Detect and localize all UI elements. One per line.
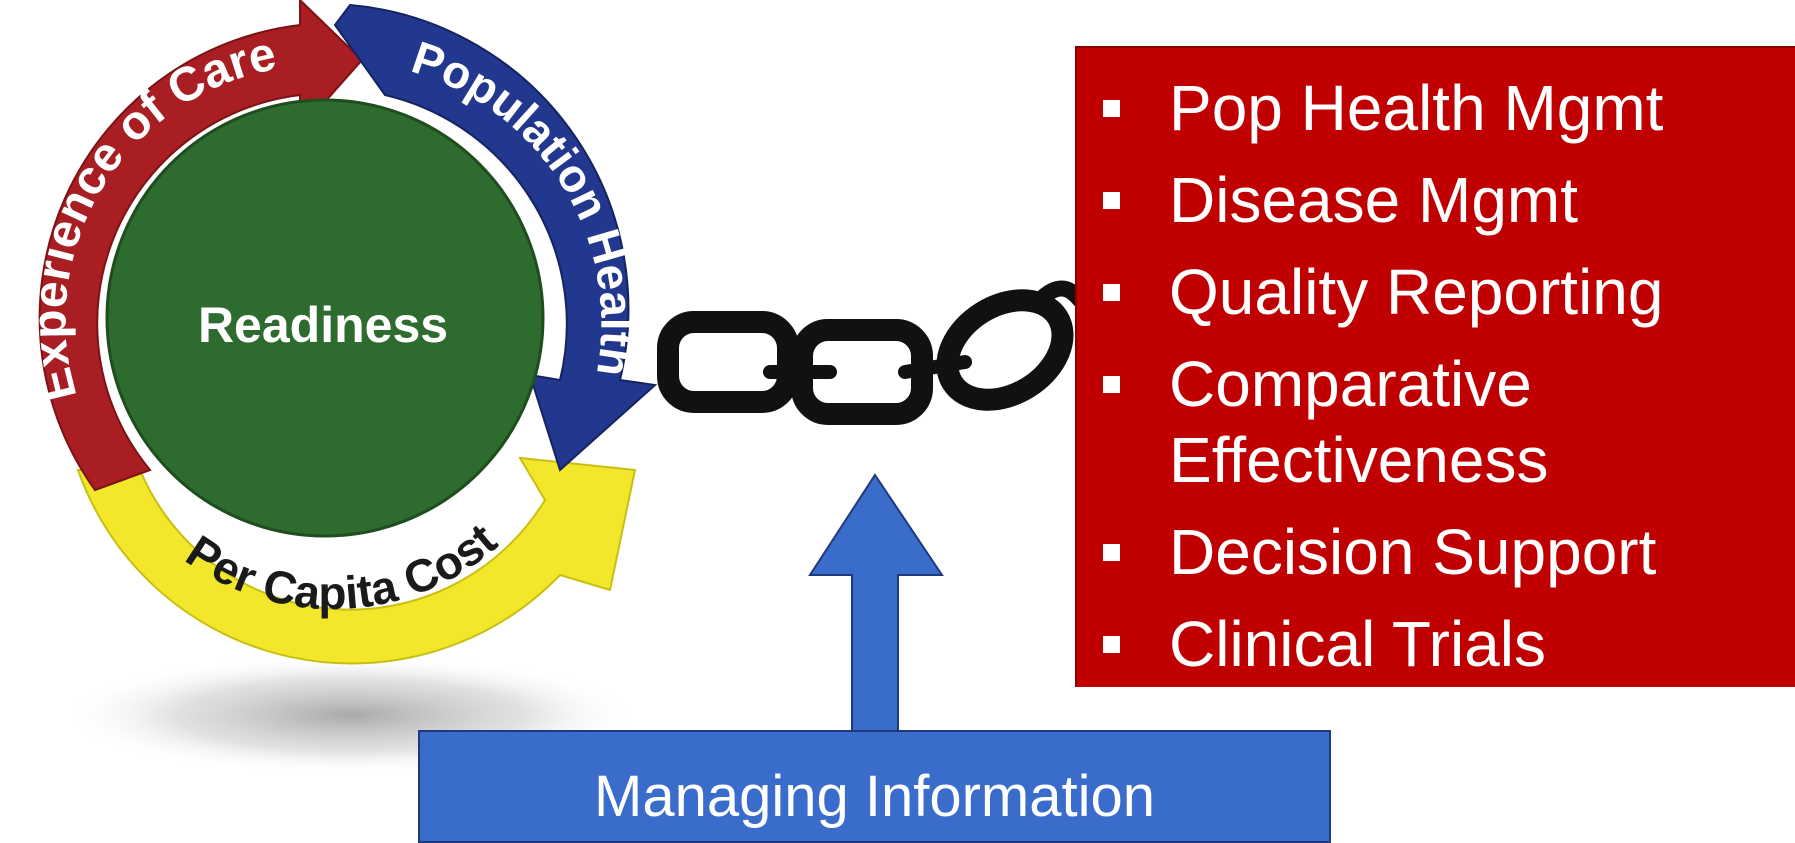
chain-icon <box>657 280 1088 425</box>
list-item: Disease Mgmt <box>1077 162 1795 238</box>
bullet-icon <box>1103 100 1120 117</box>
readiness-circle <box>105 98 545 538</box>
managing-information-label: Managing Information <box>594 764 1155 829</box>
population-arc <box>333 3 658 472</box>
bullet-icon <box>1103 192 1120 209</box>
list-item: Decision Support <box>1077 514 1795 590</box>
up-arrow-icon <box>808 473 944 736</box>
list-item: Clinical Trials <box>1077 606 1795 682</box>
experience-arc <box>38 0 364 492</box>
capabilities-list: Pop Health Mgmt Disease Mgmt Quality Rep… <box>1077 48 1795 682</box>
bullet-icon <box>1103 636 1120 653</box>
readiness-label: Readiness <box>198 297 448 353</box>
list-item: Quality Reporting <box>1077 254 1795 330</box>
bullet-icon <box>1103 284 1120 301</box>
bullet-icon <box>1103 376 1120 393</box>
managing-information-box: Managing Information <box>418 730 1331 843</box>
list-item: Pop Health Mgmt <box>1077 70 1795 146</box>
bullet-icon <box>1103 544 1120 561</box>
cost-arc <box>76 456 637 665</box>
capabilities-panel: Pop Health Mgmt Disease Mgmt Quality Rep… <box>1075 46 1795 687</box>
list-item: Comparative Effectiveness <box>1077 346 1795 498</box>
